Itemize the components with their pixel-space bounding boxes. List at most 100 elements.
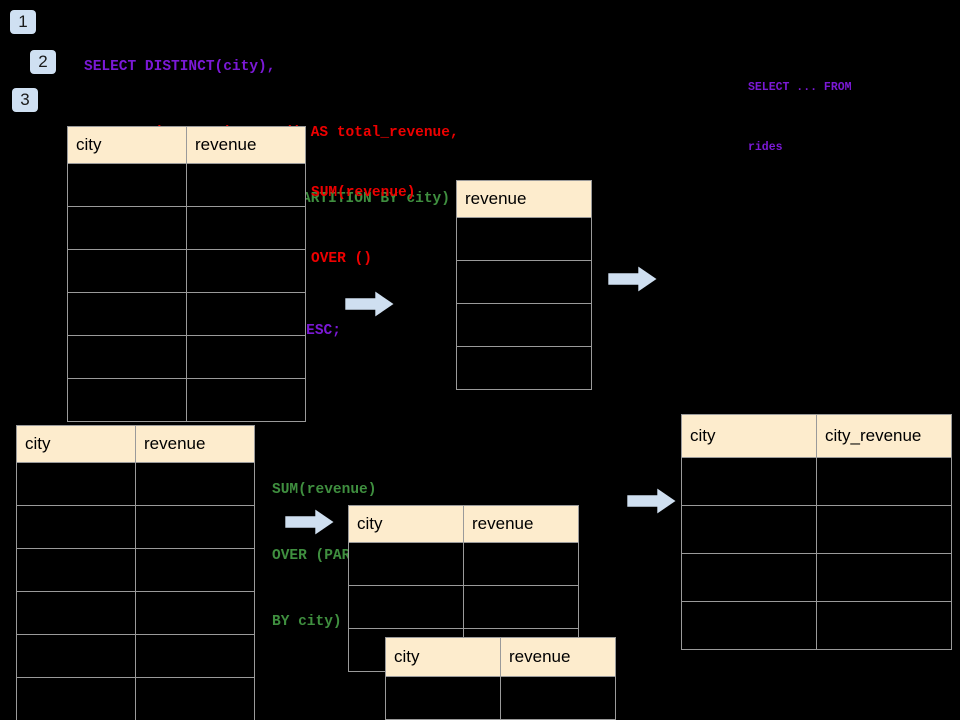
cell-city (16, 505, 136, 549)
column-header-city: city (67, 126, 187, 164)
cell-city (348, 585, 464, 629)
arrow-source-to-total (345, 290, 395, 318)
arrow-total-to-result-top (608, 265, 658, 293)
cell-revenue (186, 378, 306, 422)
cell-city-revenue (816, 601, 952, 650)
table-row (16, 677, 255, 720)
table-row (385, 676, 616, 720)
table-row (16, 462, 255, 506)
arrow-source-to-partition (285, 508, 335, 536)
sidenote-select-from-rides: SELECT ... FROM rides (748, 38, 852, 198)
source-rides-table-partition: city revenue (16, 425, 255, 720)
step-badge-2[interactable]: 2 (30, 50, 56, 74)
cell-city (67, 249, 187, 293)
table-header-row: city revenue (348, 505, 579, 543)
cell-city (67, 292, 187, 336)
cell-revenue (456, 303, 592, 347)
column-header-city: city (385, 637, 501, 677)
table-row (681, 457, 952, 506)
cell-revenue (135, 505, 255, 549)
table-header-row: city city_revenue (681, 414, 952, 458)
cell-revenue (463, 542, 579, 586)
sql-line-select: SELECT DISTINCT(city), (84, 59, 276, 75)
table-row (67, 335, 306, 379)
cell-revenue (186, 206, 306, 250)
table-row (348, 585, 579, 629)
sidenote-line-1: SELECT ... FROM (748, 81, 852, 94)
sidenote-line-2: rides (748, 141, 783, 154)
step-badge-1[interactable]: 1 (10, 10, 36, 34)
column-header-revenue: revenue (456, 180, 592, 218)
table-row (16, 634, 255, 678)
cell-city (681, 505, 817, 554)
table-row (16, 505, 255, 549)
cell-city (16, 462, 136, 506)
column-header-revenue: revenue (463, 505, 579, 543)
table-header-row: city revenue (385, 637, 616, 677)
step-badge-3[interactable]: 3 (12, 88, 38, 112)
cell-city (67, 206, 187, 250)
cell-revenue (500, 676, 616, 720)
table-row (681, 601, 952, 650)
cell-city (67, 163, 187, 207)
table-header-row: city revenue (67, 126, 306, 164)
column-header-city: city (16, 425, 136, 463)
cell-city-revenue (816, 457, 952, 506)
table-row (456, 346, 592, 390)
cell-revenue (135, 677, 255, 720)
cell-city (16, 548, 136, 592)
cell-city (348, 542, 464, 586)
step-badge-3-label: 3 (20, 90, 30, 109)
cell-city-revenue (816, 505, 952, 554)
partition-group-table-front: city revenue (385, 637, 616, 720)
cell-city-revenue (816, 553, 952, 602)
table-row (67, 292, 306, 336)
table-row (67, 249, 306, 293)
cell-revenue (135, 634, 255, 678)
table-header-row: city revenue (16, 425, 255, 463)
table-row (67, 206, 306, 250)
annotation-sum-over-empty: SUM(revenue) OVER () (311, 138, 415, 314)
cell-revenue (135, 591, 255, 635)
annotation-sum-over-partition-line1: SUM(revenue) (272, 482, 377, 498)
total-revenue-table: revenue (456, 180, 592, 390)
column-header-revenue: revenue (500, 637, 616, 677)
table-row (681, 505, 952, 554)
cell-city (385, 676, 501, 720)
cell-revenue (463, 585, 579, 629)
annotation-sum-over-partition-line3: BY city) (272, 614, 342, 630)
cell-revenue (456, 346, 592, 390)
cell-revenue (186, 335, 306, 379)
annotation-sum-over-empty-line1: SUM(revenue) (311, 185, 416, 201)
arrow-partition-to-result (627, 487, 677, 515)
step-badge-1-label: 1 (18, 12, 28, 31)
table-row (16, 591, 255, 635)
cell-city (67, 378, 187, 422)
cell-revenue (186, 163, 306, 207)
step-badge-2-label: 2 (38, 52, 48, 71)
table-row (348, 542, 579, 586)
cell-city (681, 457, 817, 506)
column-header-revenue: revenue (186, 126, 306, 164)
cell-revenue (135, 548, 255, 592)
table-row (456, 217, 592, 261)
cell-city (681, 601, 817, 650)
cell-revenue (135, 462, 255, 506)
cell-revenue (456, 217, 592, 261)
source-rides-table: city revenue (67, 126, 306, 422)
column-header-city: city (348, 505, 464, 543)
column-header-city-revenue: city_revenue (816, 414, 952, 458)
cell-city (681, 553, 817, 602)
cell-city (16, 591, 136, 635)
table-row (456, 260, 592, 304)
cell-revenue (456, 260, 592, 304)
table-header-row: revenue (456, 180, 592, 218)
column-header-revenue: revenue (135, 425, 255, 463)
table-row (456, 303, 592, 347)
table-row (67, 163, 306, 207)
cell-city (16, 634, 136, 678)
column-header-city: city (681, 414, 817, 458)
cell-city (67, 335, 187, 379)
table-row (16, 548, 255, 592)
